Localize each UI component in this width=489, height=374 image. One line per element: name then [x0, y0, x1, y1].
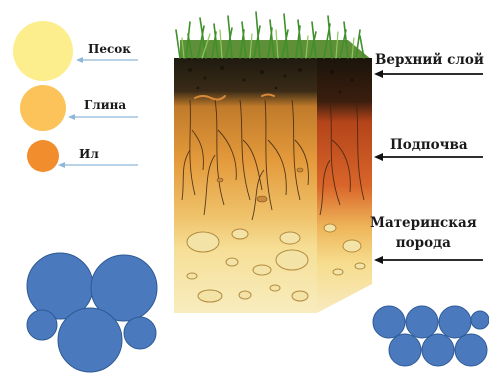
- sand-label: Песок: [88, 42, 131, 56]
- soil-side-face: [317, 58, 372, 313]
- subsoil-label: Подпочва: [390, 137, 468, 153]
- silt-particle-circle: [27, 140, 59, 172]
- silt-label: Ил: [79, 147, 99, 161]
- clay-particle-circle: [20, 85, 66, 131]
- dense-particle: [455, 334, 487, 366]
- parent-rock-label-line2: порода: [370, 233, 477, 253]
- sand-particle-circle: [13, 21, 73, 81]
- dense-particles-group: [373, 306, 489, 366]
- dense-particle: [389, 334, 421, 366]
- dense-particle: [373, 306, 405, 338]
- dense-particle: [406, 306, 438, 338]
- top-layer-label: Верхний слой: [375, 52, 484, 68]
- loose-particle: [124, 317, 156, 349]
- parent-rock-label-line1: Материнская: [370, 213, 477, 233]
- dense-particle: [422, 334, 454, 366]
- dense-particle: [471, 311, 489, 329]
- loose-particle: [27, 310, 57, 340]
- loose-particles-group: [27, 253, 157, 372]
- parent-rock-label: Материнская порода: [370, 213, 477, 253]
- clay-label: Глина: [84, 98, 126, 112]
- dense-particle: [439, 306, 471, 338]
- soil-block: [174, 12, 372, 313]
- loose-particle: [58, 308, 122, 372]
